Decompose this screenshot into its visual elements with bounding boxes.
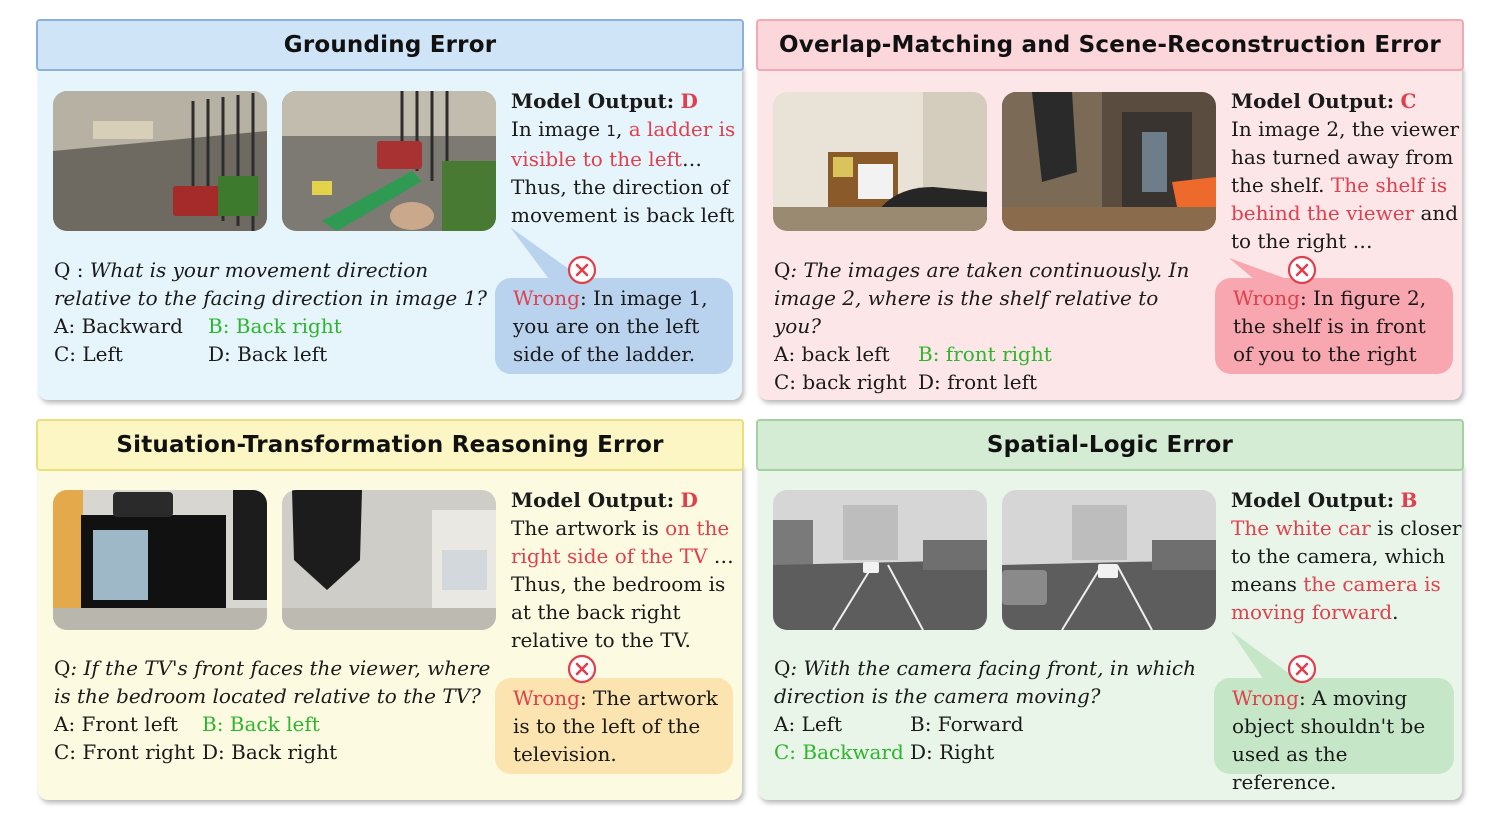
reasoning-highlight: a ladder is visible to the left (511, 117, 736, 171)
option-a: A: Front left (54, 712, 178, 736)
reasoning-text: In image (511, 117, 607, 141)
construction-image-2 (282, 91, 496, 231)
reasoning-text: In image 2, the viewer has turned away f… (1231, 117, 1460, 197)
reasoning-text: … Thus, the direction of movement is bac… (511, 147, 735, 227)
question: : With the camera facing front, in which… (774, 656, 1196, 708)
panel-title: Grounding Error (36, 19, 744, 71)
bubble-tail (1231, 631, 1298, 686)
reasoning-highlight: The shelf is behind the viewer (1231, 173, 1448, 225)
model-output: Model Output: C In image 2, the viewer h… (1231, 87, 1463, 255)
model-output-label: Model Output: (1231, 488, 1395, 512)
reasoning-text: . (1392, 600, 1399, 624)
option-b-correct: B: front right (918, 342, 1052, 366)
panel-title: Spatial-Logic Error (756, 419, 1464, 471)
question-block: Q: If the TV's front faces the viewer, w… (54, 654, 504, 766)
option-b: B: Forward (910, 712, 1024, 736)
question-text: Q : What is your movement direction rela… (54, 258, 488, 310)
panel-title: Situation-Transformation Reasoning Error (36, 419, 744, 471)
reasoning-text: 1 (606, 122, 616, 140)
wrong-explanation: : In figure 2, the shelf is in front of … (1233, 286, 1427, 366)
question-text: Q: The images are taken continuously. In… (774, 258, 1190, 338)
question-text: Q: If the TV's front faces the viewer, w… (54, 656, 491, 708)
option-c: C: back right (774, 370, 907, 394)
option-d: D: Back left (208, 342, 328, 366)
model-output-answer: B (1400, 488, 1418, 512)
close-circle-icon (1287, 654, 1317, 684)
reasoning-text: is closer to the camera, which means (1231, 516, 1462, 596)
room-image-1 (773, 92, 987, 231)
model-output-label: Model Output: (511, 89, 675, 113)
question: : If the TV's front faces the viewer, wh… (54, 656, 491, 708)
construction-image-1 (53, 91, 267, 231)
wrong-label: Wrong (513, 686, 580, 710)
option-b-correct: B: Back left (202, 712, 320, 736)
wrong-bubble: Wrong: In image 1, you are on the left s… (495, 278, 733, 374)
question: What is your movement direction relative… (54, 258, 488, 310)
wrong-explanation: : The artwork is to the left of the tele… (513, 686, 718, 766)
question-text: Q: With the camera facing front, in whic… (774, 656, 1196, 708)
wrong-explanation: : A moving object shouldn't be used as t… (1232, 686, 1426, 794)
model-output: Model Output: B The white car is closer … (1231, 486, 1463, 626)
wrong-explanation: : In image 1, you are on the left side o… (513, 286, 708, 366)
reasoning-highlight: on the right side of the TV (511, 516, 730, 568)
option-a: A: Left (774, 712, 843, 736)
wrong-label: Wrong (1233, 286, 1300, 310)
panel-title: Overlap-Matching and Scene-Reconstructio… (756, 19, 1464, 71)
wrong-label: Wrong (1232, 686, 1299, 710)
tv-room-image-2 (282, 490, 496, 630)
model-output-answer: D (680, 89, 698, 113)
model-output-answer: D (680, 488, 698, 512)
option-d: D: front left (918, 370, 1038, 394)
reasoning-highlight: the camera is moving forward (1231, 572, 1441, 624)
close-circle-icon (1287, 255, 1317, 285)
question-block: Q : What is your movement direction rela… (54, 256, 504, 368)
wrong-bubble: Wrong: In figure 2, the shelf is in fron… (1215, 278, 1453, 374)
tv-room-image-1 (53, 490, 267, 630)
option-d: D: Right (910, 740, 995, 764)
wrong-bubble: Wrong: The artwork is to the left of the… (495, 678, 733, 774)
option-a: A: Backward (54, 314, 183, 338)
bubble-tail (510, 227, 580, 287)
reasoning-text: , (615, 117, 629, 141)
option-b-correct: B: Back right (208, 314, 342, 338)
reasoning-text: … Thus, the bedroom is at the back right… (511, 544, 734, 652)
option-c: C: Left (54, 342, 123, 366)
question-block: Q: The images are taken continuously. In… (774, 256, 1204, 396)
question: : The images are taken continuously. In … (774, 258, 1190, 338)
road-image-2 (1002, 490, 1216, 630)
model-output: Model Output: D In image 1, a ladder is … (511, 87, 739, 229)
option-d: D: Back right (202, 740, 338, 764)
option-c-correct: C: Backward (774, 740, 904, 764)
model-output: Model Output: D The artwork is on the ri… (511, 486, 741, 654)
close-circle-icon (567, 654, 597, 684)
wrong-label: Wrong (513, 286, 580, 310)
reasoning-highlight: The white car (1231, 516, 1371, 540)
model-output-answer: C (1400, 89, 1417, 113)
reasoning-text: and to the right … (1231, 201, 1459, 253)
room-image-2 (1002, 92, 1216, 231)
model-output-label: Model Output: (511, 488, 675, 512)
option-a: A: back left (774, 342, 890, 366)
reasoning-text: The artwork is (511, 516, 666, 540)
question-block: Q: With the camera facing front, in whic… (774, 654, 1204, 766)
wrong-bubble: Wrong: A moving object shouldn't be used… (1214, 678, 1454, 794)
model-output-label: Model Output: (1231, 89, 1395, 113)
road-image-1 (773, 490, 987, 630)
close-circle-icon (567, 255, 597, 285)
option-c: C: Front right (54, 740, 195, 764)
